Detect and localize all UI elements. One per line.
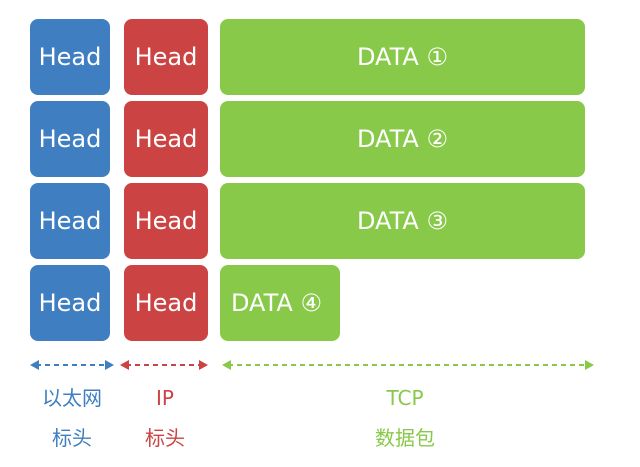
tcp-data-2: DATA ② [220, 101, 585, 177]
tcp-label-line1: TCP [386, 386, 424, 410]
ip-head-2: Head [124, 101, 208, 177]
ethernet-head-3: Head [30, 183, 110, 259]
ip-head-4: Head [124, 265, 208, 341]
ethernet-head-1: Head [30, 19, 110, 95]
ip-span-arrow-icon [120, 355, 208, 375]
tcp-span-arrow-icon [222, 355, 594, 375]
ip-label-line1: IP [156, 386, 174, 410]
ethernet-head-4: Head [30, 265, 110, 341]
tcp-label-line2: 数据包 [375, 426, 435, 450]
ethernet-label-line1: 以太网 [42, 386, 102, 410]
tcp-data-1: DATA ① [220, 19, 585, 95]
tcp-data-4: DATA ④ [220, 265, 340, 341]
tcp-data-3: DATA ③ [220, 183, 585, 259]
ethernet-label-line2: 标头 [52, 426, 92, 450]
ip-label-line2: 标头 [145, 426, 185, 450]
ethernet-head-2: Head [30, 101, 110, 177]
ip-head-3: Head [124, 183, 208, 259]
ethernet-span-arrow-icon [30, 355, 114, 375]
ip-head-1: Head [124, 19, 208, 95]
